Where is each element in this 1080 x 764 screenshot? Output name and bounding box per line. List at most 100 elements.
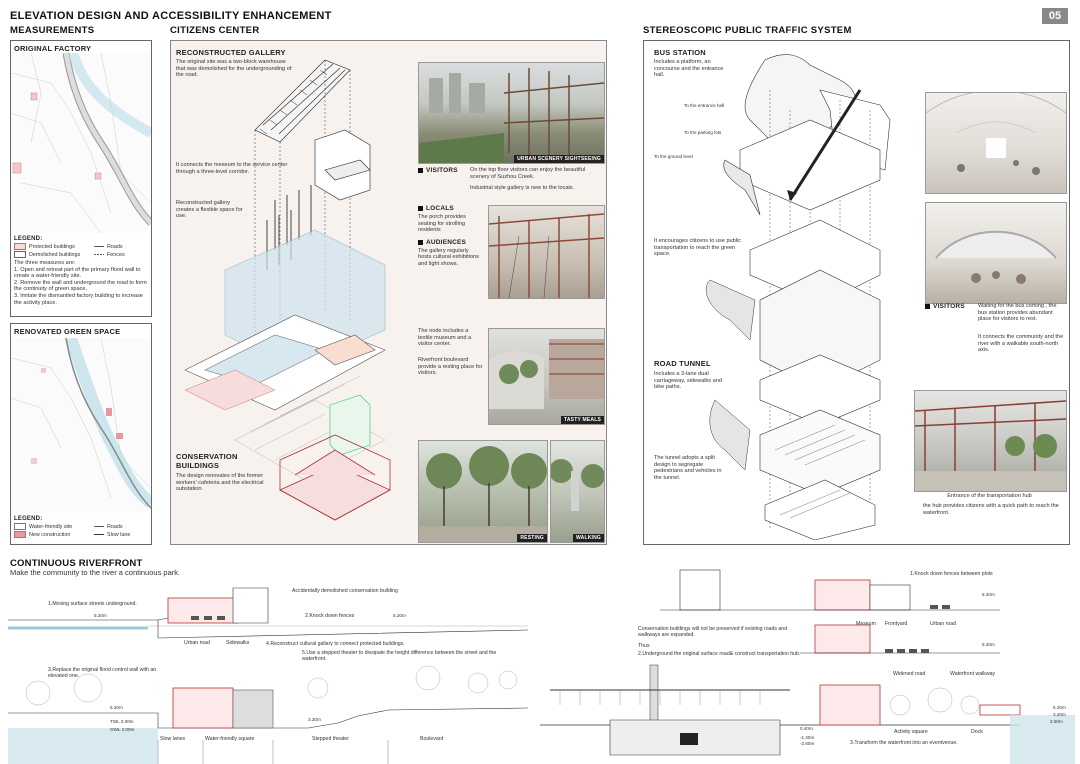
rf-water-square: Water-friendly square — [205, 736, 255, 742]
photo-tasty-caption: TASTY MEALS — [560, 416, 604, 424]
rf-level-520c: 5.20m — [110, 705, 123, 710]
legend-new-construction: New construction — [14, 531, 94, 538]
square-icon — [925, 303, 930, 309]
rf-widened: Widened road — [893, 671, 926, 677]
original-factory-title: ORIGINAL FACTORY — [14, 44, 92, 53]
rf-note-2: 2.Knock down fences — [305, 613, 355, 619]
flexible-text: Reconstructed gallery creates a flexible… — [176, 200, 243, 220]
gallery-axonometric — [184, 59, 391, 521]
riverfront-subtitle: Make the community to the river a contin… — [10, 568, 181, 577]
photo-walking: WALKING — [550, 440, 605, 543]
traffic-header: STEREOSCOPIC PUBLIC TRAFFIC SYSTEM — [643, 25, 852, 36]
locals-block: LOCALS The porch provides seating for st… — [418, 205, 483, 268]
traffic-visitors-text-2: It connects the community and the river … — [978, 334, 1064, 354]
photo-bus-station-1 — [925, 92, 1067, 194]
citizens-header: CITIZENS CENTER — [170, 25, 260, 36]
rf-note-3: 3.Replace the original flood control wal… — [48, 667, 157, 679]
visitors-text-2: Industrial style gallery is new to the l… — [470, 185, 575, 191]
legend-demolished: Demolished buildings — [14, 251, 94, 258]
rf-activity: Activity square — [894, 729, 928, 735]
to-ground-label: To the ground level — [654, 154, 693, 159]
riverfront-text: Riverfront boulevard provide a resting p… — [418, 357, 483, 377]
left-riverfront-sections — [8, 587, 529, 764]
hub-text: the hub provides citizens with a quick p… — [923, 503, 1059, 516]
rf-right-320: 3.20m — [1053, 712, 1066, 717]
photo-tasty-meals: TASTY MEALS — [488, 328, 605, 425]
photo-bus-station-2 — [925, 202, 1067, 304]
photo-urban-scenery: URBAN SCENERY SIGHTSEEING — [418, 62, 605, 164]
node-text: The node includes a textile museum and a… — [418, 328, 472, 348]
rf-meseum: Meseum — [856, 621, 876, 627]
renovated-map — [11, 338, 151, 513]
conservation-title: CONSERVATION BUILDINGS — [176, 452, 238, 470]
audiences-text: The gallery regularly hosts cultural exh… — [418, 247, 479, 267]
rf-right-urban: Urban road — [930, 621, 956, 627]
square-icon — [418, 239, 423, 245]
square-icon — [418, 205, 423, 211]
rf-urban-road: Urban road — [184, 640, 210, 646]
rf-owl: OWL 2.00m — [110, 727, 135, 732]
audiences-label: AUDIENCES — [426, 238, 467, 246]
rf-twl: TWL 3.00m — [110, 719, 134, 724]
photo-walking-caption: WALKING — [572, 534, 604, 542]
visitors-block: VISITORS — [418, 167, 458, 174]
encourage-text: It encourages citizens to use public tra… — [654, 238, 742, 258]
rf-level-520a: 5.20m — [94, 613, 107, 618]
square-icon — [418, 167, 423, 173]
rf-right-120: -1.20m — [800, 735, 815, 740]
rf-right-260: -2.60m — [800, 741, 815, 746]
rf-boulevard: Boulevard — [420, 736, 444, 742]
connect-text: It connects the meseum to the service ce… — [176, 162, 288, 175]
page-title: ELEVATION DESIGN AND ACCESSIBILITY ENHAN… — [10, 10, 332, 22]
page-number: 05 — [1042, 8, 1068, 24]
tunnel-text: The tunnel adopts a split design to segr… — [654, 455, 722, 481]
hub-caption: Entrance of the transportation hub — [947, 493, 1032, 499]
photo-transport-hub — [914, 390, 1067, 492]
rf-stepped: Stepped theater — [312, 736, 349, 742]
photo-resting-caption: RESTING — [517, 534, 547, 542]
conservation-text: The design renovates of the former worke… — [176, 473, 264, 493]
rf-sidewalks: Sidewalks — [226, 640, 250, 646]
traffic-visitors-text-1: Waiting for the bus coming , the bus sta… — [978, 303, 1057, 323]
legend-protected: Protected buildings — [14, 243, 94, 250]
rf-slow-lanes: Slow lanes — [160, 736, 186, 742]
to-entrance-label: To the entrance hall — [684, 103, 725, 108]
rf-note-5: 5.Use a stepped theater to dissipate the… — [302, 650, 497, 662]
rf-frontyard: Frontyard — [885, 621, 908, 627]
rf-conservation-note: Conservation buildings will not be prese… — [638, 626, 788, 638]
original-factory-panel: ORIGINAL FACTORY LEGEND: Protected build… — [10, 40, 152, 317]
legend-roads: Roads — [94, 243, 144, 250]
bus-text: Includes a platform, an concourse and th… — [654, 59, 724, 79]
renovated-panel: RENOVATED GREEN SPACE LEGEND: Water-frie… — [10, 323, 152, 545]
rf-right-250: 2.50m — [1050, 719, 1063, 724]
road-title: ROAD TUNNEL — [654, 359, 711, 368]
legend-water-friendly: Water-friendly site — [14, 523, 94, 530]
gallery-text: The original site was a two-block wareho… — [176, 59, 292, 79]
rf-level-320: 3.20m — [308, 717, 321, 722]
gallery-title: RECONSTRUCTED GALLERY — [176, 48, 286, 57]
rf-thus: Thus — [638, 643, 650, 649]
rf-right-level-1: 5.20m — [982, 592, 995, 597]
right-riverfront-sections — [540, 569, 1075, 764]
rf-right-level-2: 5.20m — [982, 642, 995, 647]
legend-1: LEGEND: Protected buildings Roads Demoli… — [14, 236, 148, 306]
to-parking-label: To the parking lots — [684, 130, 722, 135]
measurements-header: MEASUREMENTS — [10, 25, 95, 36]
rf-right-note-2: 2.Underground the original surface road&… — [638, 651, 801, 657]
traffic-visitors-label: VISITORS — [933, 303, 965, 310]
rf-right-520: 5.20m — [1053, 705, 1066, 710]
locals-text: The porch provides seating for strolling… — [418, 214, 466, 234]
photo-porch — [488, 205, 605, 299]
legend-2: LEGEND: Water-friendly site Roads New co… — [14, 516, 148, 538]
rf-level-520b: 5.20m — [393, 613, 406, 618]
renovated-title: RENOVATED GREEN SPACE — [14, 327, 121, 336]
riverfront-header: CONTINUOUS RIVERFRONT — [10, 558, 143, 569]
rf-note-demolished: Accidentally demolished conservation bui… — [292, 588, 398, 594]
road-text: Includes a 3-lane dual carriageway, side… — [654, 371, 722, 391]
rf-note-4: 4.Reconstruct cultural gallary to connec… — [266, 641, 405, 647]
three-measures-text: The three measures are: 1. Open and retr… — [14, 260, 147, 306]
transit-axonometric — [705, 54, 891, 540]
rf-right-040: 0.40m — [800, 726, 813, 731]
photo-resting: RESTING — [418, 440, 548, 543]
bus-title: BUS STATION — [654, 48, 706, 57]
